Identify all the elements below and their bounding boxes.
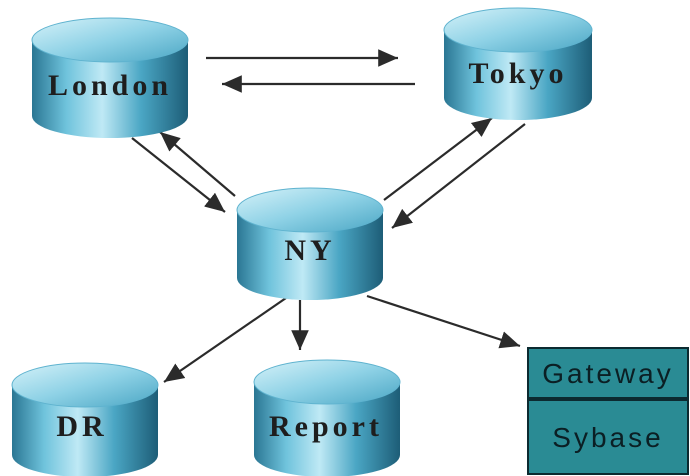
database-node-tokyo: Tokyo [443,7,593,120]
sybase-label: Sybase [552,422,663,453]
report-label: Report [269,410,383,443]
arrow-ny-to-dr [163,297,287,383]
database-node-report: Report [253,359,401,476]
tokyo-label: Tokyo [469,57,568,90]
gateway-stack: Gateway Sybase [527,347,689,475]
database-node-ny: NY [236,187,384,300]
ny-label: NY [284,234,335,267]
arrow-tokyo-to-ny [391,123,526,229]
arrow-ny-to-london [159,131,236,197]
arrow-london-to-ny [131,137,226,213]
arrow-ny-to-tokyo [383,117,493,201]
dr-label: DR [56,410,107,443]
database-node-london: London [31,17,189,138]
gateway-box [527,347,689,399]
connections [131,49,526,383]
sybase-box [527,399,689,475]
arrow-ny-to-gateway [366,294,521,349]
london-label: London [48,69,172,102]
database-node-dr: DR [11,362,159,476]
gateway-label: Gateway [542,358,674,389]
